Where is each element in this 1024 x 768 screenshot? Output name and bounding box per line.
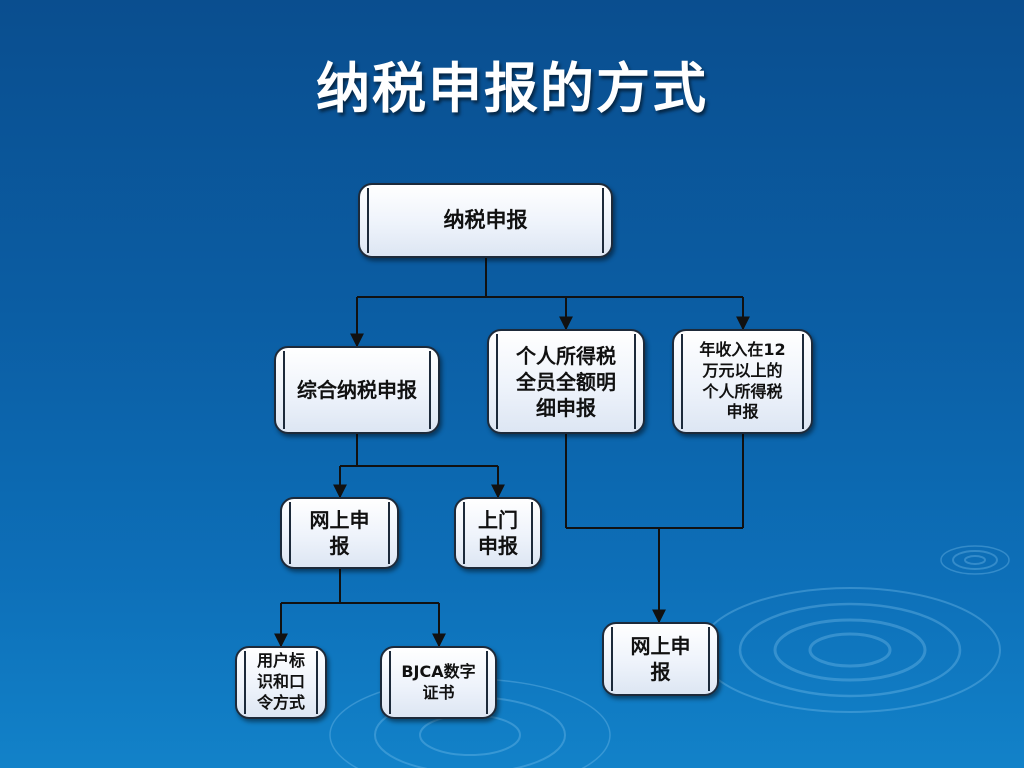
- node-comprehensive-filing: 综合纳税申报: [274, 346, 440, 434]
- node-online-filing-2: 网上申 报: [602, 622, 719, 696]
- node-withholding-label: 个人所得税 全员全额明 细申报: [516, 343, 616, 420]
- slide-title: 纳税申报的方式: [316, 56, 708, 120]
- node-bjca-certificate: BJCA数字 证书: [380, 646, 497, 719]
- node-online-filing-2-label: 网上申 报: [630, 634, 691, 684]
- node-user-id-password: 用户标 识和口 令方式: [235, 646, 327, 719]
- node-user-id-label: 用户标 识和口 令方式: [256, 651, 305, 712]
- node-comprehensive-label: 综合纳税申报: [297, 378, 417, 402]
- node-bjca-label: BJCA数字 证书: [401, 661, 476, 702]
- node-onsite-filing: 上门 申报: [454, 497, 542, 569]
- node-withholding-detail-filing: 个人所得税 全员全额明 细申报: [487, 329, 645, 434]
- node-high-income-filing: 年收入在12 万元以上的 个人所得税 申报: [672, 329, 813, 434]
- node-online-filing: 网上申 报: [280, 497, 399, 569]
- node-high-income-label: 年收入在12 万元以上的 个人所得税 申报: [699, 339, 786, 422]
- node-online-filing-label: 网上申 报: [309, 508, 370, 558]
- node-root: 纳税申报: [358, 183, 613, 258]
- node-onsite-filing-label: 上门 申报: [478, 508, 518, 558]
- node-root-label: 纳税申报: [443, 207, 528, 232]
